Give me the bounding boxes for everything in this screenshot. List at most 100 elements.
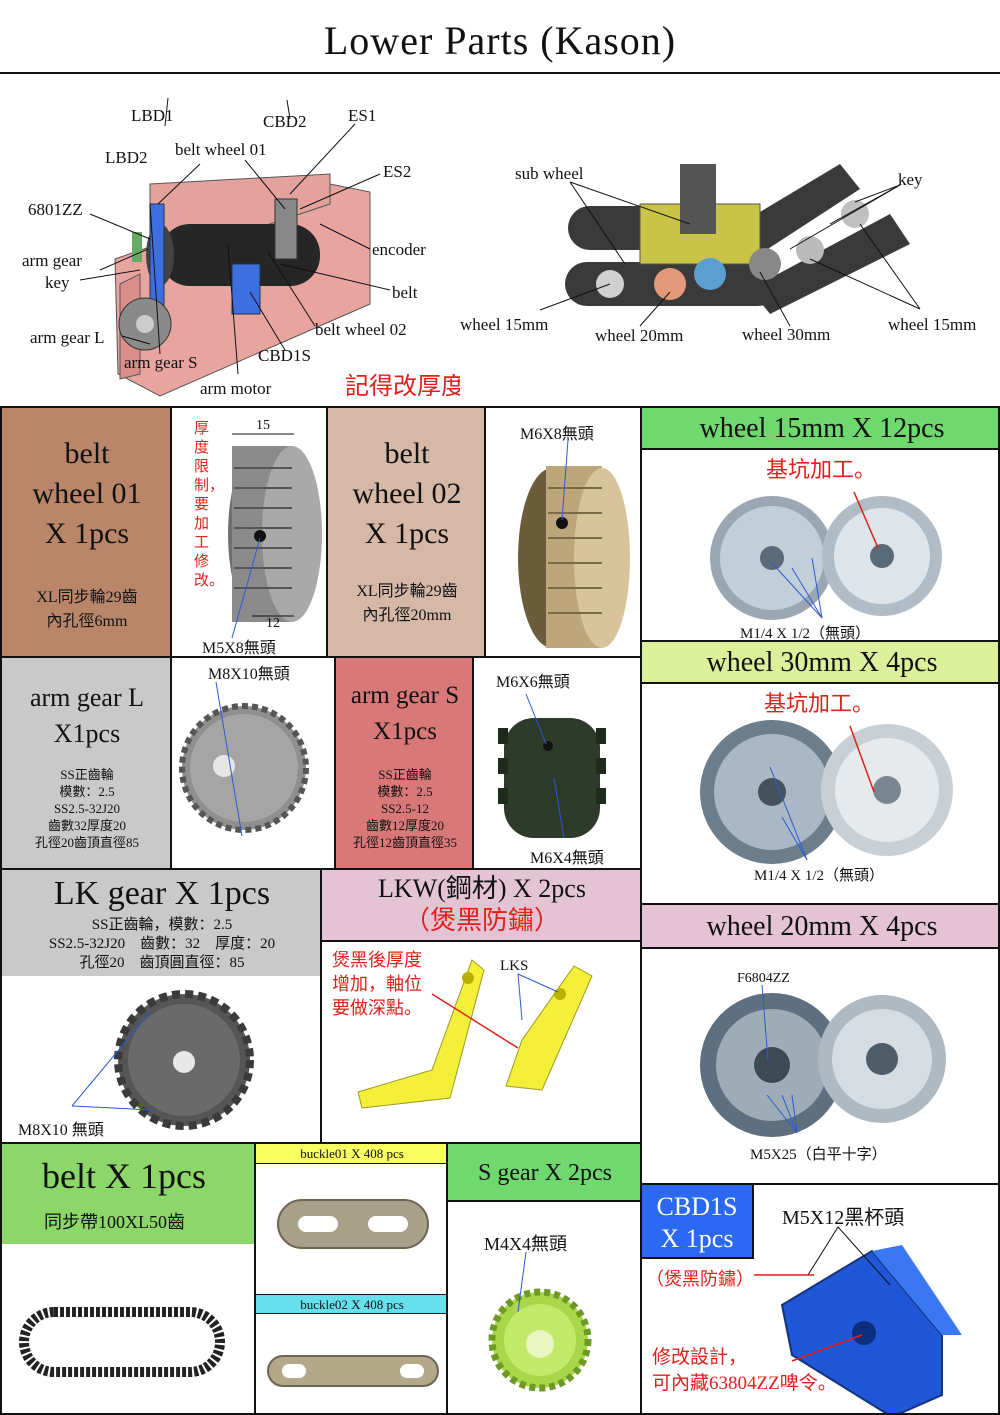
lkw-title: LKW(鋼材) X 2pcs — [378, 874, 586, 903]
track-assembly-section: sub wheel key wheel 15mm wheel 20mm whee… — [460, 74, 1000, 406]
label-wheel-20: wheel 20mm — [595, 326, 684, 345]
cbd1s-title: CBD1S X 1pcs — [642, 1185, 754, 1259]
belt-wheel-02-title: belt wheel 02 X 1pcs — [328, 434, 484, 554]
arm-gear-l-image: M8X10無頭 — [170, 656, 336, 870]
arm-assembly-drawing — [79, 97, 391, 397]
wheel-15mm-screw: M1/4 X 1/2（無頭） — [740, 626, 871, 642]
track-assembly-drawing — [539, 164, 921, 327]
belt-wheel-01-image: 厚度限制，要加工修改。 15 12 M5X8無頭 — [170, 406, 328, 658]
title-line: X 1pcs — [660, 1224, 734, 1253]
lk-gear-card: LK gear X 1pcs SS正齒輪，模數：2.5 SS2.5-32J20 … — [0, 868, 322, 1144]
wheel-30mm-header: wheel 30mm X 4pcs — [642, 642, 998, 684]
arm-gear-s-spec: SS正齒輪 模數：2.5 SS2.5-12 齒數12厚度20 孔徑12齒頂直徑3… — [336, 766, 472, 851]
belt-spec: 同步帶100XL50齒 — [44, 1212, 185, 1232]
title-line: belt — [64, 437, 110, 470]
lk-gear-screw: M8X10 無頭 — [18, 1122, 104, 1139]
arm-gear-s-screw-top: M6X6無頭 — [496, 674, 570, 691]
title-line: arm gear S — [350, 682, 460, 709]
spec-line: SS正齒輪 — [378, 767, 432, 782]
wheel-15mm-header: wheel 15mm X 12pcs — [642, 408, 998, 450]
buckle-card: buckle01 X 408 pcs buckle02 X 408 pcs — [254, 1142, 448, 1415]
arm-gear-s-image: M6X6無頭 M6X4無頭 — [472, 656, 642, 870]
label-cbd2: CBD2 — [263, 112, 307, 131]
arm-gear-l-drawing — [179, 681, 309, 837]
arm-assembly-section: LBD1 CBD2 ES1 LBD2 belt wheel 01 ES2 680… — [0, 74, 460, 406]
label-key: key — [45, 273, 70, 292]
wheel-15mm-note: 基坑加工。 — [766, 457, 877, 482]
arm-gear-l-title: arm gear L X1pcs — [2, 680, 170, 752]
belt-wheel-01-photo — [228, 433, 322, 639]
label-arm-gear: arm gear — [22, 251, 82, 270]
title-line: arm gear L — [29, 683, 145, 712]
note-line: 要做深點。 — [332, 998, 422, 1018]
label-key-right: key — [898, 170, 923, 189]
title-line: CBD1S — [656, 1192, 738, 1221]
buckle-drawing — [267, 1199, 439, 1387]
spec-line: SS2.5-32J20 — [53, 801, 121, 816]
title-line: X1pcs — [53, 719, 121, 748]
belt-title: belt X 1pcs — [42, 1156, 206, 1196]
label-cbd1s: CBD1S — [258, 346, 311, 365]
wheel-20mm-header: wheel 20mm X 4pcs — [642, 905, 998, 949]
note-line: 可內藏63804ZZ啤令。 — [652, 1373, 837, 1394]
wheel-30mm-photo — [700, 720, 953, 864]
lkw-card: LKW(鋼材) X 2pcs （煲黑防鏽） 煲黑後厚度 增加，軸位 要做深點。 … — [320, 868, 642, 1144]
lk-gear-spec: SS正齒輪，模數：2.5 SS2.5-32J20 齒數：32 厚度：20 孔徑2… — [2, 916, 320, 973]
title-line: X 1pcs — [364, 517, 450, 550]
belt-wheel-02-image: M6X8無頭 — [484, 406, 642, 658]
arm-gear-s-drawing — [498, 693, 606, 839]
wheel-30mm-screw: M1/4 X 1/2（無頭） — [754, 868, 885, 884]
spec-line: XL同步輪29齒 — [36, 589, 138, 606]
cbd1s-screw: M5X12黑杯頭 — [782, 1207, 905, 1229]
label-wheel-15-left: wheel 15mm — [460, 315, 549, 334]
belt-wheel-01-card: belt wheel 01 X 1pcs XL同步輪29齒 內孔徑6mm — [0, 406, 172, 658]
note-line: 煲黑後厚度 — [332, 950, 422, 970]
wheel-15mm-card: wheel 15mm X 12pcs 基坑加工。 M1/4 X 1/2（無頭） — [640, 406, 1000, 650]
label-wheel-30: wheel 30mm — [742, 325, 831, 344]
belt-wheel-01-screw: M5X8無頭 — [202, 640, 276, 657]
note-line: 修改設計， — [652, 1347, 748, 1368]
spec-line: 內孔徑20mm — [362, 607, 452, 624]
belt-wheel-02-photo — [518, 439, 630, 648]
spec-line: 內孔徑6mm — [46, 613, 128, 630]
label-belt: belt — [392, 283, 418, 302]
arm-gear-s-title: arm gear S X1pcs — [336, 678, 472, 750]
label-wheel-15-right: wheel 15mm — [888, 315, 977, 334]
label-encoder: encoder — [372, 240, 426, 259]
belt-wheel-01-spec: XL同步輪29齒 內孔徑6mm — [2, 586, 170, 634]
lk-gear-title: LK gear X 1pcs — [53, 875, 271, 912]
arm-gear-l-card: arm gear L X1pcs SS正齒輪 模數：2.5 SS2.5-32J2… — [0, 656, 172, 870]
dim-12: 12 — [266, 616, 280, 631]
lkw-finish: （煲黑防鏽） — [403, 906, 560, 935]
s-gear-drawing — [488, 1251, 592, 1392]
wheel-20mm-photo — [700, 984, 946, 1137]
page-title: Lower Parts (Kason) — [323, 18, 677, 63]
belt-wheel-02-spec: XL同步輪29齒 內孔徑20mm — [328, 580, 484, 628]
wheel-30mm-card: wheel 30mm X 4pcs 基坑加工。 M1/4 X 1/2（無頭） — [640, 640, 1000, 905]
spec-line: SS2.5-32J20 齒數：32 厚度：20 — [48, 936, 276, 952]
lkw-note: 煲黑後厚度 增加，軸位 要做深點。 — [332, 948, 422, 1020]
cbd1s-card: CBD1S X 1pcs （煲黑防鏽） M5X12黑杯頭 修改設計， 可內藏63… — [640, 1183, 1000, 1415]
title-line: wheel 02 — [352, 477, 462, 510]
spec-line: 齒數32厚度20 — [47, 818, 126, 833]
lk-gear-drawing — [71, 990, 254, 1130]
buckle01-label: buckle01 X 408 pcs — [256, 1144, 446, 1164]
lk-gear-header: LK gear X 1pcs SS正齒輪，模數：2.5 SS2.5-32J20 … — [2, 870, 320, 976]
spec-line: SS正齒輪 — [60, 767, 114, 782]
wheel-20mm-screw: M5X25（白平十字） — [750, 1147, 887, 1163]
cbd1s-note: 修改設計， 可內藏63804ZZ啤令。 — [652, 1345, 837, 1397]
title-line: X 1pcs — [44, 517, 130, 550]
thickness-note: 記得改厚度。 — [345, 374, 460, 400]
wheel-15mm-photo — [710, 491, 942, 620]
label-es2: ES2 — [383, 162, 412, 181]
wheel-20mm-bearing: F6804ZZ — [737, 971, 790, 986]
label-arm-motor: arm motor — [200, 379, 272, 398]
spec-line: 模數：2.5 — [377, 784, 433, 799]
label-arm-gear-s: arm gear S — [124, 353, 198, 372]
spec-line: 孔徑12齒頂直徑35 — [352, 835, 457, 850]
title-line: belt — [384, 437, 430, 470]
lkw-drawing — [357, 959, 593, 1109]
title-line: X1pcs — [373, 718, 437, 745]
s-gear-title: S gear X 2pcs — [448, 1144, 640, 1202]
thickness-limit-note: 厚度限制，要加工修改。 — [194, 421, 225, 589]
